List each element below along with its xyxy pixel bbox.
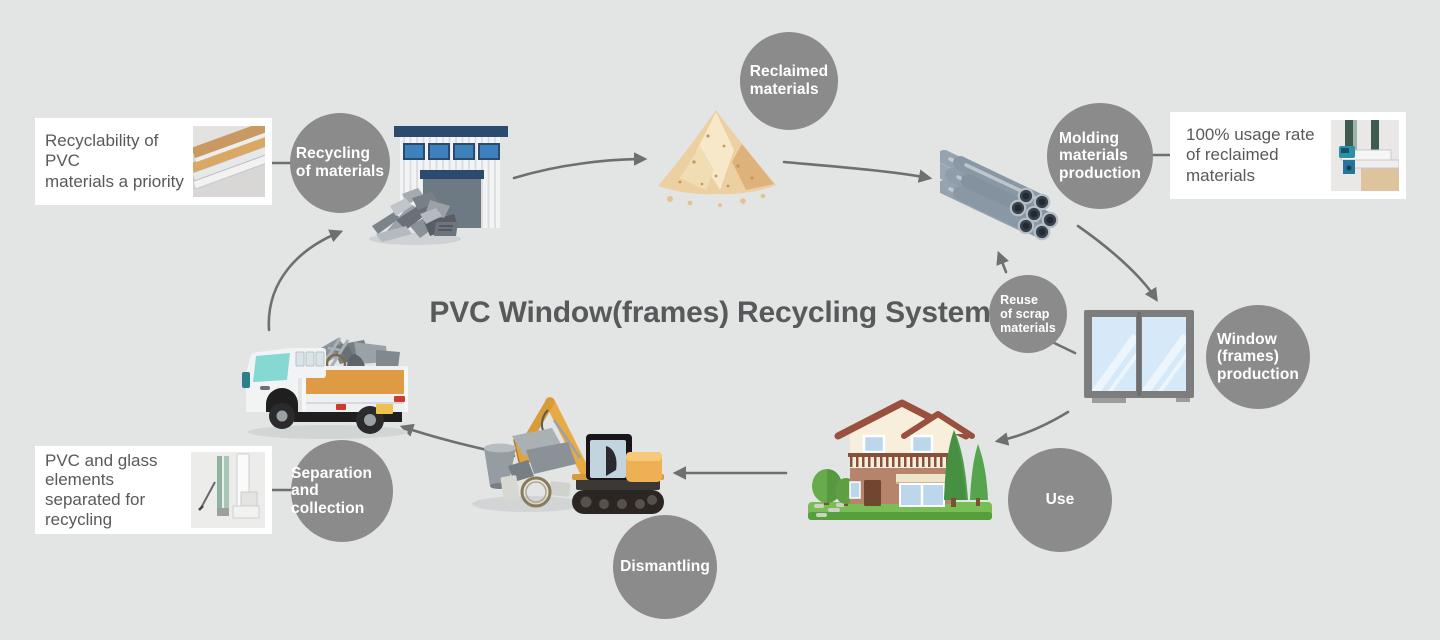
node-window-frames-production: Window (frames) production (1206, 305, 1310, 409)
arrow-factory-to-powder (512, 152, 648, 180)
callout-pvc-glass-text: PVC and glass elements separated for rec… (45, 450, 158, 529)
scrap-profile-pile-illustration (369, 188, 461, 245)
glazing-cross-section-photo (191, 452, 265, 528)
node-use: Use (1008, 448, 1112, 552)
callout-recyclability: Recyclability of PVC materials a priorit… (35, 118, 272, 205)
excavator-dismantling-illustration (472, 397, 664, 514)
arrow-reuse-to-pipes (996, 250, 1009, 274)
arrow-powder-to-pipes (782, 160, 933, 183)
node-reclaimed-materials: Reclaimed materials (740, 32, 838, 130)
reclaimed-powder-pile-illustration (658, 110, 776, 207)
pvc-profiles-photo (193, 126, 265, 197)
node-recycling-of-materials: Recycling of materials (290, 113, 390, 213)
arrow-pipes-to-window (1076, 224, 1158, 302)
callout-pvc-glass: PVC and glass elements separated for rec… (35, 446, 272, 534)
node-separation-and-collection: Separation and collection (291, 440, 393, 542)
pvc-pipes-bundle-illustration (940, 150, 1059, 241)
node-molding-materials-production: Molding materials production (1047, 103, 1153, 209)
arrow-truck-to-recycling (267, 229, 344, 332)
node-dismantling: Dismantling (613, 515, 717, 619)
callout-usage-rate-text: 100% usage rate of reclaimed materials (1186, 124, 1315, 185)
collection-truck-illustration (242, 337, 408, 439)
node-reuse-of-scrap-materials: Reuse of scrap materials (989, 275, 1067, 353)
callout-usage-rate: 100% usage rate of reclaimed materials (1170, 112, 1406, 199)
callout-recyclability-text: Recyclability of PVC materials a priorit… (45, 130, 184, 191)
diagram-title: PVC Window(frames) Recycling System (429, 296, 991, 329)
house-illustration (808, 399, 992, 520)
arrow-window-to-house (994, 410, 1070, 446)
pvc-window-frame-illustration (1084, 310, 1194, 403)
window-sill-cross-section-photo (1331, 120, 1399, 191)
